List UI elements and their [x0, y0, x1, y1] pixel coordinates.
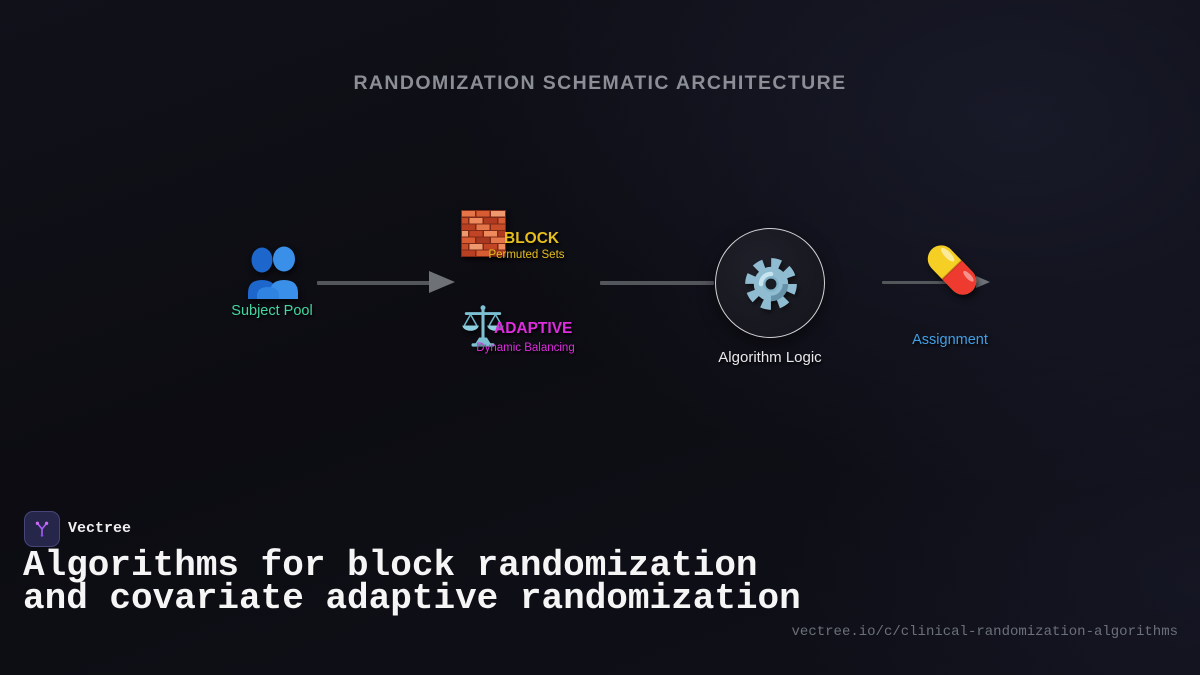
- arrow-line-1: [317, 281, 430, 285]
- vectree-logo: [24, 511, 60, 547]
- arrow-line-2: [600, 281, 714, 285]
- brick-wall-icon: [461, 210, 506, 257]
- gear-icon: [745, 258, 797, 310]
- block-branch: BLOCK Permuted Sets: [461, 210, 596, 268]
- block-label: BLOCK: [504, 230, 560, 247]
- page-url: vectree.io/c/clinical-randomization-algo…: [791, 624, 1178, 640]
- arrow-head-1: [429, 271, 455, 293]
- adaptive-sublabel: Dynamic Balancing: [476, 342, 575, 354]
- people-icon: [248, 246, 298, 299]
- assignment-label: Assignment: [912, 332, 988, 348]
- headline: Algorithms for block randomization and c…: [23, 545, 801, 619]
- brand-name: Vectree: [68, 520, 132, 537]
- page-title: RANDOMIZATION SCHEMATIC ARCHITECTURE: [353, 72, 847, 94]
- adaptive-label: ADAPTIVE: [494, 320, 573, 337]
- balance-scale-icon: [462, 305, 504, 347]
- arrow-line-3: [882, 281, 977, 284]
- algorithm-logic-label: Algorithm Logic: [718, 349, 822, 366]
- adaptive-branch: ADAPTIVE Dynamic Balancing: [460, 303, 595, 361]
- vectree-branch-icon: [35, 521, 49, 537]
- algorithm-logic-node: [715, 228, 825, 338]
- pill-icon: [927, 245, 977, 295]
- arrow-head-3: [976, 276, 990, 288]
- subject-pool-label: Subject Pool: [231, 303, 313, 319]
- block-sublabel: Permuted Sets: [488, 249, 565, 261]
